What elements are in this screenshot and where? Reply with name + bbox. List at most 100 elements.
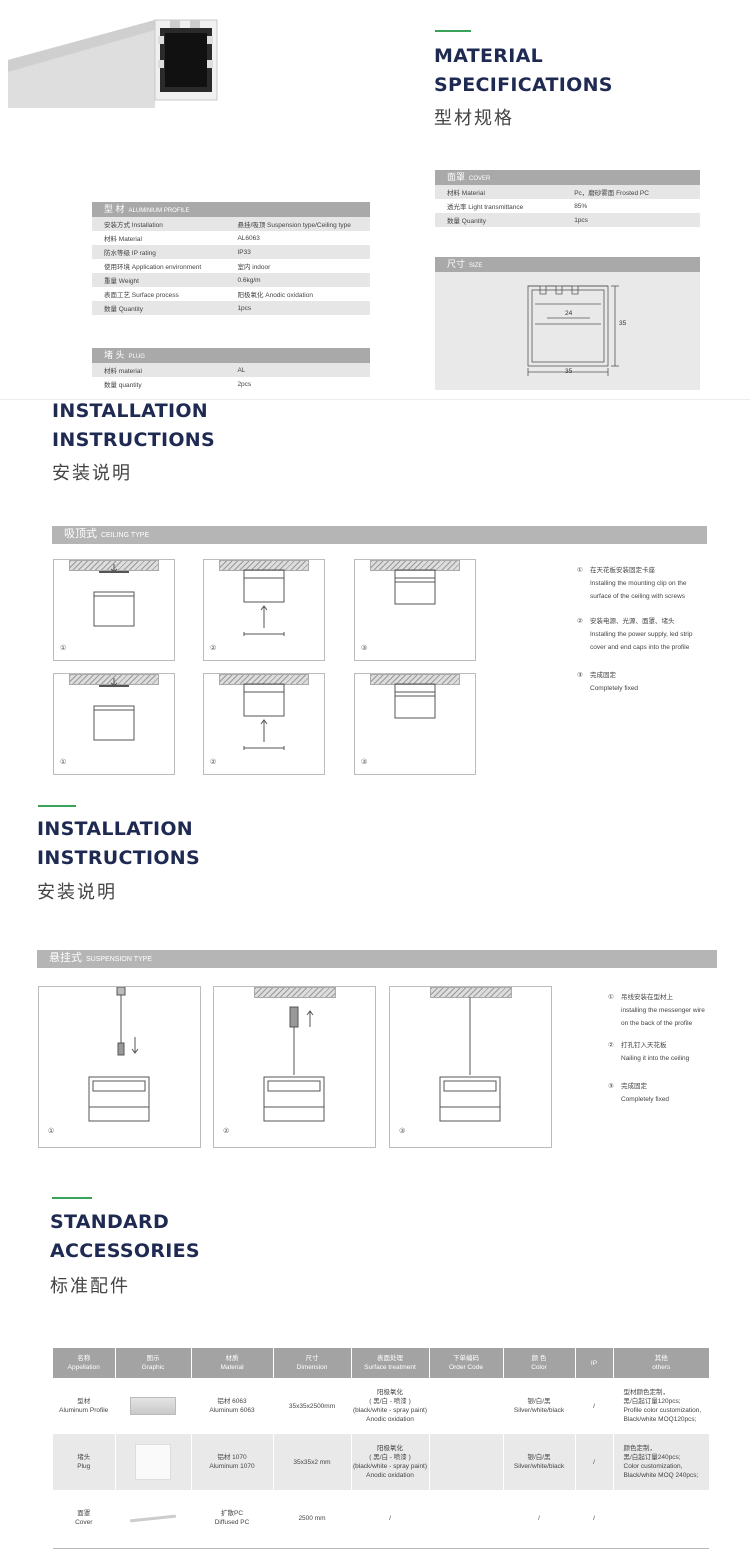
others-cell: 颜色定制，黑/白起订量240pcs;Color customization,Bl… <box>613 1434 709 1490</box>
name-cn: 面罩 <box>77 1510 91 1517</box>
material-en: Diffused PC <box>214 1519 250 1526</box>
color-cn: / <box>538 1514 540 1522</box>
spec-value: 2pcs <box>237 380 252 388</box>
header-cn: 颜 色 <box>531 1355 547 1362</box>
title-line-1: INSTALLATION <box>52 400 208 422</box>
name-en: Plug <box>77 1463 91 1470</box>
spec-value: Pc，磨砂雾面 Frosted PC <box>562 185 700 199</box>
name-en: Cover <box>75 1519 93 1526</box>
color-cell: / <box>503 1490 576 1546</box>
spec-value: 阳极氧化 Anodic oxidation <box>237 292 313 299</box>
others-line: 黑/白起订量120pcs; <box>623 1398 681 1405</box>
suspension-sketch <box>263 1006 325 1122</box>
title-line-1: STANDARD <box>50 1211 170 1233</box>
accent-line <box>38 805 76 807</box>
surface-line: ( 黑/白 - 喷漆 ) <box>369 1454 411 1461</box>
section-title: INSTALLATION INSTRUCTIONS <box>37 815 200 873</box>
step-number: ① <box>577 567 583 574</box>
header-en: Surface treatment <box>364 1364 416 1371</box>
graphic-cell <box>115 1490 192 1546</box>
step-number: ③ <box>361 645 368 652</box>
surface-cell: 阳极氧化( 黑/白 - 喷漆 )(black/white - spray pai… <box>351 1378 430 1434</box>
header-cn: 材质 <box>225 1355 239 1362</box>
step-number: ① <box>60 645 67 652</box>
band-cn: 悬挂式 <box>49 952 82 964</box>
color-cn: 银/白/黑 <box>527 1454 551 1461</box>
step-number: ③ <box>399 1128 406 1135</box>
step-number: ② <box>577 618 583 625</box>
step-number: ③ <box>608 1083 614 1090</box>
profile-product-image <box>8 19 218 108</box>
step-number: ② <box>210 645 217 652</box>
profile-sketch <box>243 683 285 750</box>
header-en: Graphic <box>141 1364 165 1371</box>
name-cn: 型材 <box>77 1398 91 1405</box>
ip-cell: / <box>575 1378 614 1434</box>
spec-label: 数量 Quantity <box>435 213 563 227</box>
accent-line <box>435 30 471 32</box>
spec-label: 数量 Quantity <box>92 301 226 315</box>
cover-thumbnail <box>129 1514 177 1522</box>
step-text-cn: 在天花板安装固定卡座 <box>590 567 655 574</box>
cover-head-en: COVER <box>469 176 491 182</box>
ceiling-step-diagram: ② <box>203 673 325 775</box>
dimension-width: 35 <box>565 368 573 375</box>
ceiling-hatch <box>254 987 336 998</box>
column-header: 表面处理 Surface treatment <box>351 1348 430 1378</box>
header-cn: 名称 <box>77 1355 91 1362</box>
ceiling-step-diagram: ③ <box>354 673 476 775</box>
title-line-2: ACCESSORIES <box>50 1240 200 1262</box>
step-text-en: Completely fixed <box>590 685 639 692</box>
band-en: CEILING TYPE <box>101 532 150 539</box>
header-en: Dimension <box>296 1364 328 1371</box>
header-en: Appellation <box>67 1364 100 1371</box>
spec-label: 材料 Material <box>435 185 563 199</box>
column-header: IP <box>575 1348 614 1378</box>
spec-value: 1pcs <box>562 213 700 227</box>
table-bottom-rule <box>53 1548 709 1549</box>
color-en: Silver/white/black <box>513 1407 565 1414</box>
profile-head-cn: 型 材 <box>104 204 125 214</box>
surface-line: Anodic oxidation <box>366 1472 414 1479</box>
profile-sketch <box>394 683 436 719</box>
dimension-cell: 35x35x2500mm <box>273 1378 352 1434</box>
profile-sketch <box>394 569 436 605</box>
accent-line <box>52 1197 92 1199</box>
step-number: ① <box>608 994 614 1001</box>
step-number: ② <box>210 759 217 766</box>
suspension-sketch <box>439 997 501 1122</box>
step-text-en: cover and end caps into the profile <box>590 644 690 651</box>
header-cn: 表面处理 <box>377 1355 403 1362</box>
step-number: ③ <box>577 672 583 679</box>
profile-head-en: ALUMINIUM PROFILE <box>128 208 190 214</box>
ceiling-step-diagram: ③ <box>354 559 476 661</box>
ip-cell: / <box>575 1434 614 1490</box>
spec-value: 85% <box>574 202 588 210</box>
step-text-cn: 打孔钉入天花板 <box>621 1042 667 1049</box>
step-text-en: Nailing it into the ceiling <box>621 1055 690 1062</box>
material-cn: 铝材 1070 <box>217 1454 247 1461</box>
others-line: 颜色定制， <box>623 1445 657 1452</box>
section-title: MATERIAL SPECIFICATIONS <box>434 42 613 100</box>
header-en: others <box>652 1364 671 1371</box>
header-cn: 下单编码 <box>453 1355 479 1362</box>
